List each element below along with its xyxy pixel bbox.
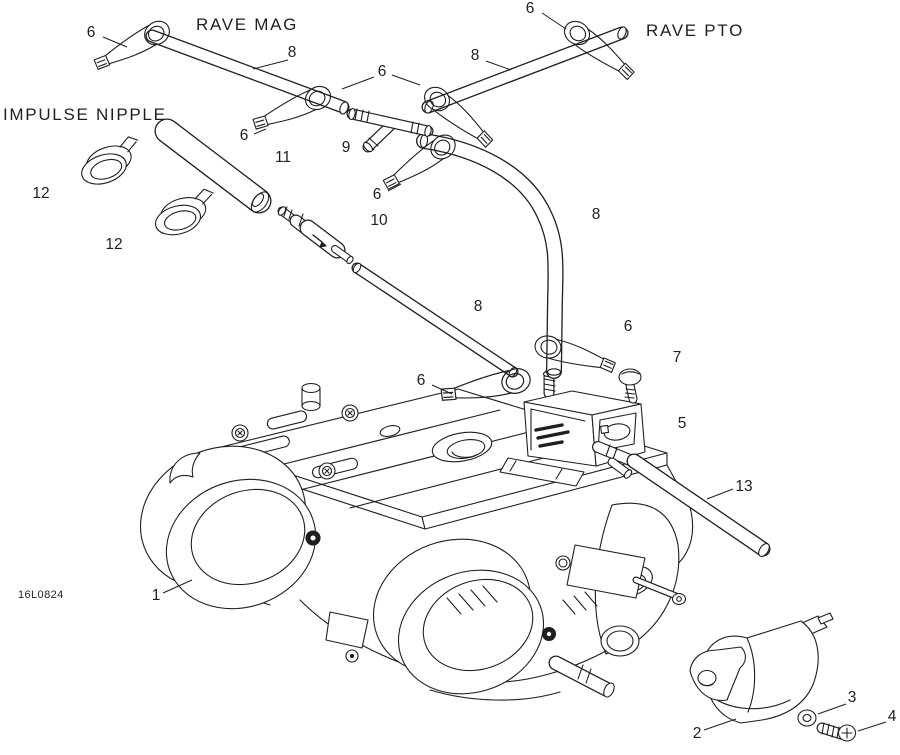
solenoid-tube-drawing (626, 453, 771, 557)
solenoid-valve-drawing (499, 369, 646, 487)
sensor-cover-drawing (689, 612, 834, 724)
solenoid-screw-drawing (618, 368, 642, 404)
cover-screw-drawing (816, 722, 857, 742)
check-valve-drawing (277, 206, 354, 265)
washer-drawing (797, 709, 817, 727)
throttle-body-drawing (139, 382, 694, 701)
impulse-nipple-tube-drawing (154, 118, 272, 214)
tee-fitting-drawing (346, 108, 434, 153)
curved-hose-drawing (416, 133, 564, 379)
